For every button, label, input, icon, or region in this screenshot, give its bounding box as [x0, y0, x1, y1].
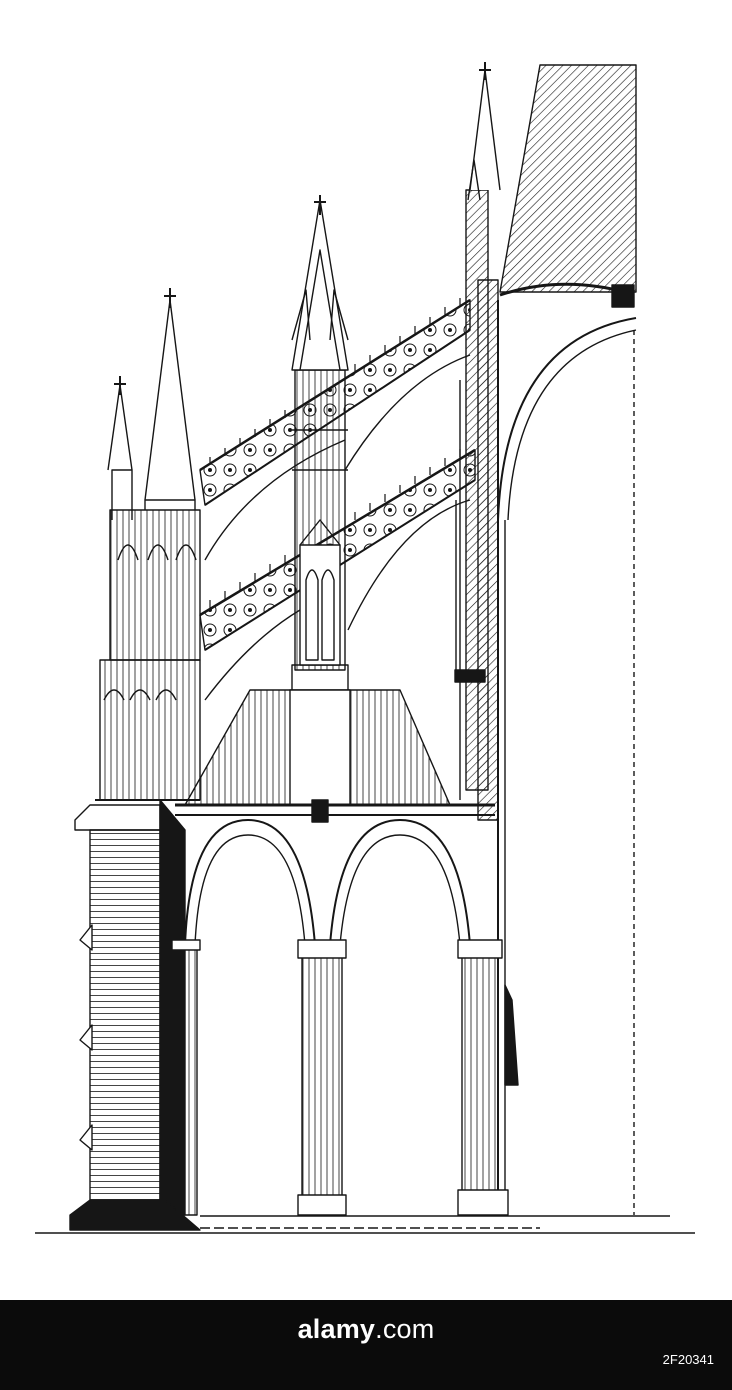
nave-roof	[499, 64, 637, 293]
aisle-pier-center	[297, 939, 347, 1216]
aisle-arch-left	[184, 819, 316, 946]
aisle-arch-right	[329, 819, 471, 946]
cathedral-cross-section-engraving	[35, 62, 695, 1234]
central-pinnacle	[291, 195, 349, 806]
watermark-bar: alamy.com 2F20341	[0, 1300, 732, 1390]
left-buttress-tower	[69, 288, 201, 1231]
buttress-base	[89, 829, 161, 1216]
aisle-pier-right	[457, 939, 509, 1216]
right-pinnacle	[454, 62, 501, 800]
statue	[504, 984, 519, 1086]
roof-eave	[499, 282, 626, 297]
high-vault-arch	[497, 317, 637, 521]
aisle-pier-left	[171, 939, 201, 1216]
image-id: 2F20341	[662, 1352, 714, 1367]
alamy-logo: alamy.com	[297, 1314, 435, 1344]
